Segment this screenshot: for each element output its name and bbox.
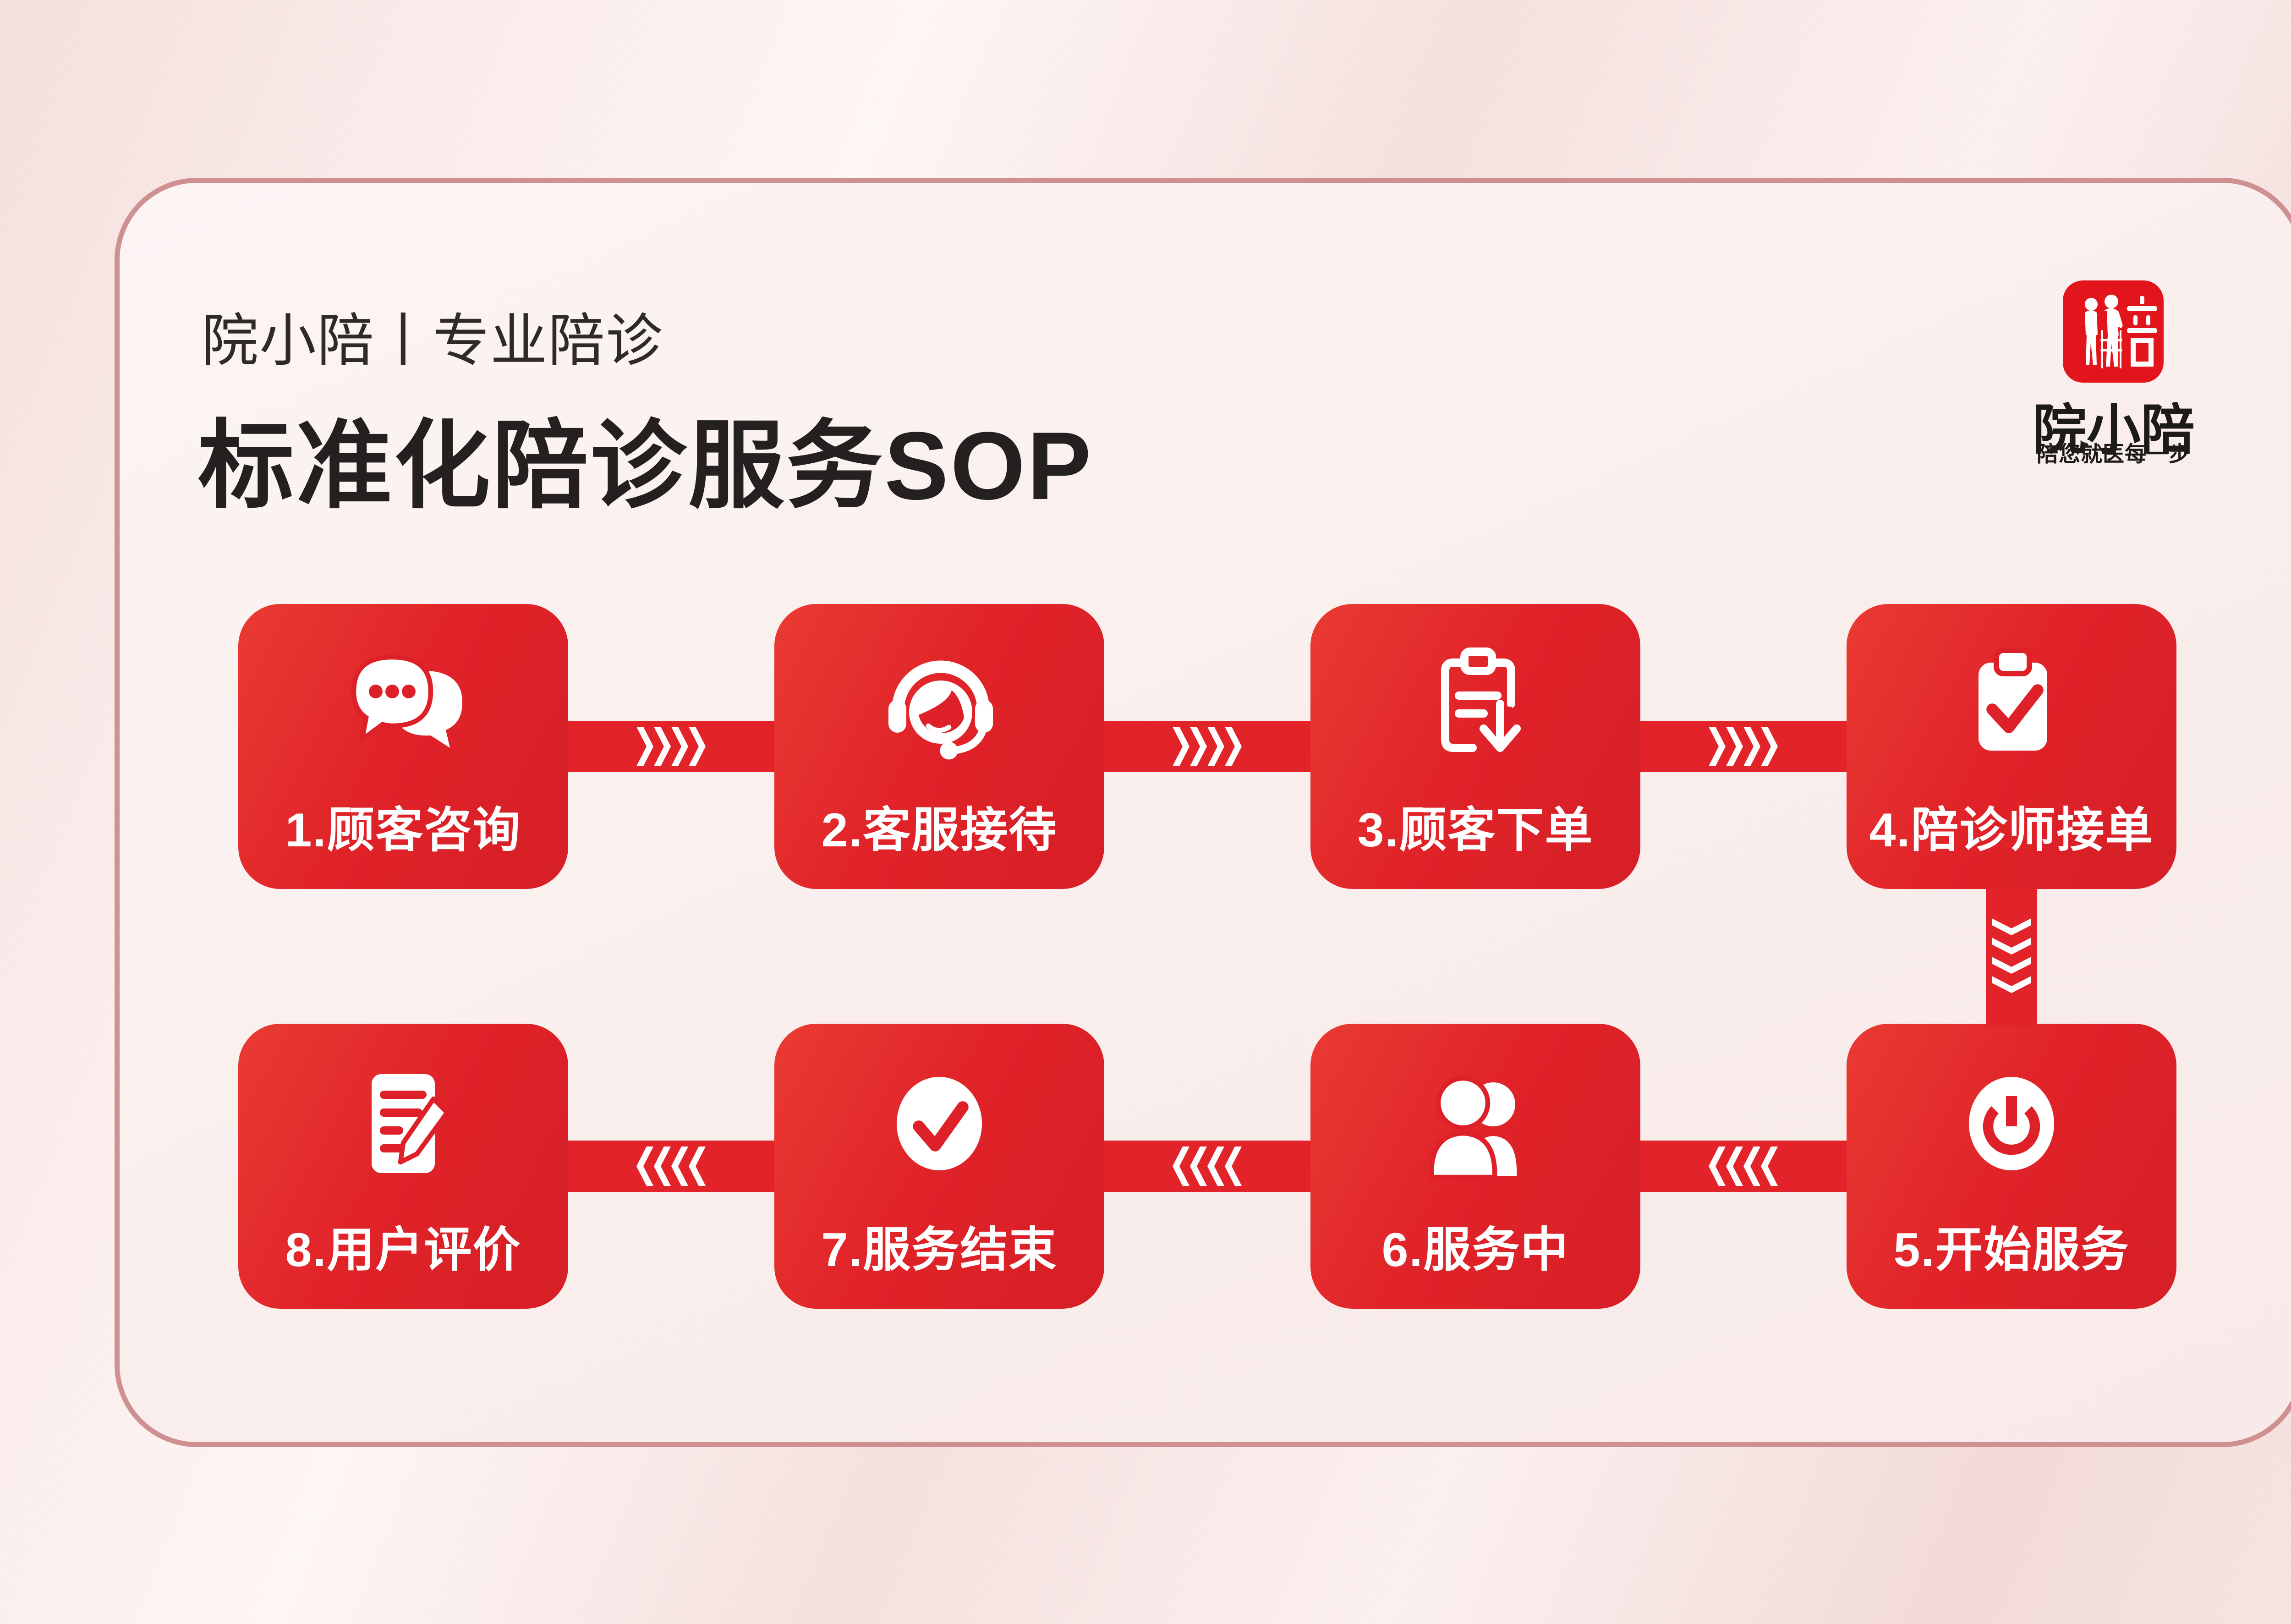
flow-connector-7-8 [568, 1141, 774, 1192]
logo-tagline: 陪您就医每一步 [2037, 442, 2191, 466]
step-label: 1.顾客咨询 [285, 804, 521, 857]
check-circle-icon [897, 1077, 982, 1170]
chevrons-left-icon [1173, 1147, 1242, 1186]
step-box-4: 4.陪诊师接单 [1847, 604, 2176, 889]
step-label: 3.顾客下单 [1357, 804, 1594, 857]
chevrons-left-icon [636, 1147, 706, 1186]
step-label: 5.开始服务 [1893, 1223, 2130, 1277]
chevrons-left-icon [1709, 1147, 1778, 1186]
step-label: 6.服务中 [1381, 1223, 1569, 1277]
step-box-1: 1.顾客咨询 [238, 604, 568, 889]
flow-connector-6-7 [1104, 1141, 1310, 1192]
step-label: 8.用户评价 [285, 1223, 521, 1277]
flow-connector-3-4 [1640, 721, 1847, 772]
flow-connector-2-3 [1104, 721, 1310, 772]
step-box-7: 7.服务结束 [774, 1024, 1104, 1309]
people-serving-icon [1429, 1075, 1517, 1180]
step-box-5: 5.开始服务 [1847, 1024, 2176, 1309]
flow-connector-5-6 [1640, 1141, 1847, 1192]
order-form-download-icon [1441, 647, 1521, 752]
chevrons-right-icon [1173, 727, 1242, 766]
step-label: 7.服务结束 [821, 1223, 1058, 1277]
chat-bubbles-icon [351, 654, 462, 748]
flow-connector-4-5 [1986, 887, 2037, 1026]
step-box-3: 3.顾客下单 [1310, 604, 1640, 889]
step-label: 2.客服接待 [821, 804, 1058, 857]
step-box-6: 6.服务中 [1310, 1024, 1640, 1309]
clipboard-check-icon [1979, 647, 2047, 751]
chevrons-right-icon [636, 727, 706, 766]
flow-connector-1-2 [568, 721, 774, 772]
power-start-icon [1969, 1077, 2054, 1170]
customer-service-headset-icon [888, 660, 993, 760]
chevrons-right-icon [1709, 727, 1778, 766]
elder-companion-badge-icon [2063, 280, 2164, 383]
step-box-2: 2.客服接待 [774, 604, 1104, 889]
logo-name: 院小陪 [2032, 400, 2195, 461]
review-pen-icon [372, 1074, 450, 1173]
brand-subtitle: 院小陪丨专业陪诊 [202, 309, 664, 373]
chevrons-down-icon [1992, 918, 2031, 993]
step-label: 4.陪诊师接单 [1869, 804, 2154, 857]
page-title: 标准化陪诊服务SOP [198, 412, 1093, 520]
step-box-8: 8.用户评价 [238, 1024, 568, 1309]
